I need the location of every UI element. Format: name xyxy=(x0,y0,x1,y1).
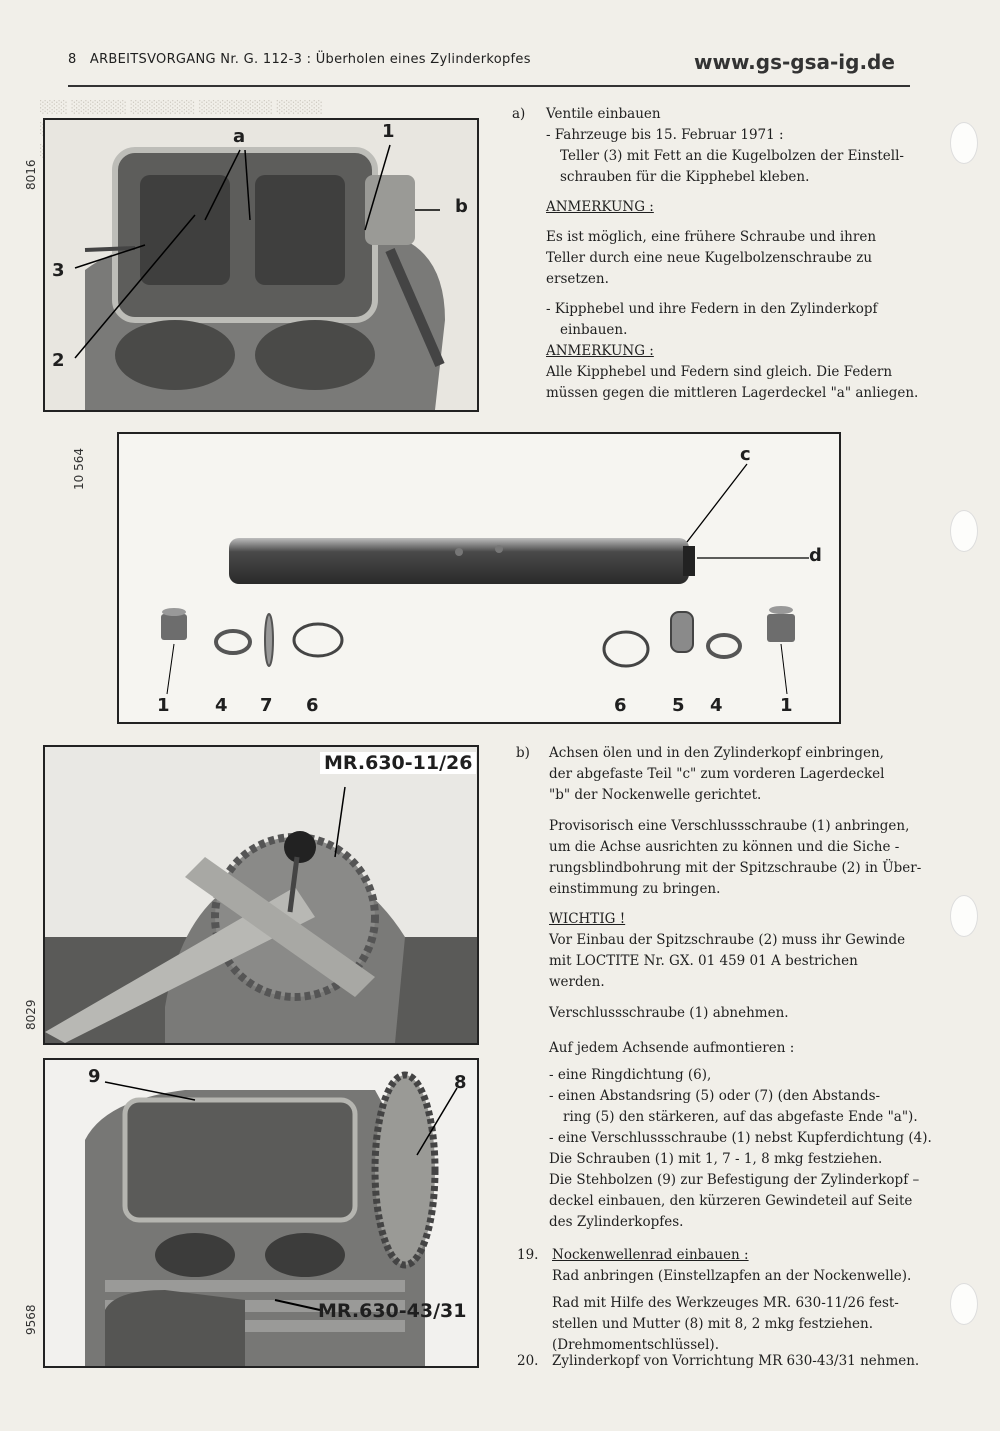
section-b-p2-line4: einstimmung zu bringen. xyxy=(549,881,721,897)
fig2-label-7: 7 xyxy=(260,695,273,716)
note1-title: ANMERKUNG : xyxy=(546,199,654,215)
punch-hole xyxy=(950,510,978,552)
list-item-ringdichtung: - eine Ringdichtung (6), xyxy=(549,1067,712,1083)
photo-camshaft-gear-mounted xyxy=(43,1058,479,1368)
step-19-line4: (Drehmomentschlüssel). xyxy=(552,1337,719,1353)
fig2-label-c: c xyxy=(740,444,751,465)
fig2-label-1b: 1 xyxy=(780,695,793,716)
fig1-label-3: 3 xyxy=(52,260,65,281)
camshaft-gear-illustration xyxy=(45,1060,477,1366)
fig4-label-9: 9 xyxy=(88,1066,101,1087)
section-a-marker: a) xyxy=(512,106,526,122)
header-title: ARBEITSVORGANG Nr. G. 112-3 : Überholen … xyxy=(89,52,531,67)
parts-diagram-frame xyxy=(117,432,841,724)
note1-line1: Es ist möglich, eine frühere Schraube un… xyxy=(546,229,877,245)
fig1-label-b: b xyxy=(455,196,468,217)
camshaft-tool-illustration xyxy=(45,747,477,1043)
tool-label-mr630-43-31: MR.630-43/31 xyxy=(318,1300,467,1322)
section-b-p2-line2: um die Achse ausrichten zu können und di… xyxy=(549,839,900,855)
header-rule xyxy=(68,85,910,87)
rocker-shaft-diagram xyxy=(161,463,809,695)
note2-line2: müssen gegen die mittleren Lagerdeckel "… xyxy=(546,385,919,401)
list-item-verschlussschraube: - eine Verschlussschraube (1) nebst Kupf… xyxy=(549,1130,932,1146)
fig1-label-a: a xyxy=(233,126,246,147)
section-a-heading: Ventile einbauen xyxy=(546,106,661,122)
section-b-p6-line1: Die Stehbolzen (9) zur Befestigung der Z… xyxy=(549,1172,920,1188)
photo-cylinder-head-top xyxy=(43,118,479,412)
section-b-line3: "b" der Nockenwelle gerichtet. xyxy=(549,787,762,803)
cylinder-head-illustration xyxy=(45,120,477,410)
section-b-p6-line3: des Zylinderkopfes. xyxy=(549,1214,684,1230)
step-19-line1: Rad anbringen (Einstellzapfen an der Noc… xyxy=(552,1268,912,1284)
note1-line2: Teller durch eine neue Kugelbolzenschrau… xyxy=(546,250,873,266)
list-item-abstandsring-line1: - einen Abstandsring (5) oder (7) (den A… xyxy=(549,1088,881,1104)
fig2-label-6: 6 xyxy=(306,695,319,716)
punch-hole xyxy=(950,122,978,164)
fig2-label-1: 1 xyxy=(157,695,170,716)
section-b-p5: Die Schrauben (1) mit 1, 7 - 1, 8 mkg fe… xyxy=(549,1151,883,1167)
fig2-label-6b: 6 xyxy=(614,695,627,716)
section-b-body: Achsen ölen und in den Zylinderkopf einb… xyxy=(549,743,939,1233)
step-19-body: Nockenwellenrad einbauen : Rad anbringen… xyxy=(552,1245,942,1356)
fig4-label-8: 8 xyxy=(454,1072,467,1093)
tool-label-mr630-11-26: MR.630-11/26 xyxy=(320,752,477,774)
section-b-p6-line2: deckel einbauen, den kürzeren Gewindetei… xyxy=(549,1193,913,1209)
figure-code: 9568 xyxy=(24,1304,38,1335)
section-a-item2-line1: - Kipphebel und ihre Federn in den Zylin… xyxy=(546,301,878,317)
figure-code: 8016 xyxy=(24,159,38,190)
photo-camshaft-tool xyxy=(43,745,479,1045)
section-a-body: Ventile einbauen - Fahrzeuge bis 15. Feb… xyxy=(546,104,936,404)
step-19-number: 19. xyxy=(517,1247,539,1263)
step-19-title: Nockenwellenrad einbauen : xyxy=(552,1247,749,1263)
section-b-p2-line1: Provisorisch eine Verschlussschraube (1)… xyxy=(549,818,910,834)
warning-line2: mit LOCTITE Nr. GX. 01 459 01 A bestrich… xyxy=(549,953,858,969)
fig1-label-1: 1 xyxy=(382,121,395,142)
fig1-label-2: 2 xyxy=(52,350,65,371)
step-20-number: 20. xyxy=(517,1353,539,1369)
punch-hole xyxy=(950,895,978,937)
note1-line3: ersetzen. xyxy=(546,271,609,287)
fig2-label-4b: 4 xyxy=(710,695,723,716)
section-a-item1-text1: Teller (3) mit Fett an die Kugelbolzen d… xyxy=(560,148,904,164)
step-20-text: Zylinderkopf von Vorrichtung MR 630-43/3… xyxy=(552,1353,920,1369)
section-a-item1: - Fahrzeuge bis 15. Februar 1971 : xyxy=(546,127,784,143)
figure-code: 10 564 xyxy=(72,448,86,490)
section-b-line1: Achsen ölen und in den Zylinderkopf einb… xyxy=(549,745,884,761)
list-item-abstandsring-line2: ring (5) den stärkeren, auf das abgefast… xyxy=(563,1109,918,1125)
warning-line1: Vor Einbau der Spitzschraube (2) muss ih… xyxy=(549,932,906,948)
section-a-item1-text2: schrauben für die Kipphebel kleben. xyxy=(560,169,810,185)
warning-title: WICHTIG ! xyxy=(549,911,626,927)
section-b-marker: b) xyxy=(516,745,530,761)
note2-line1: Alle Kipphebel und Federn sind gleich. D… xyxy=(546,364,893,380)
step-19-line2: Rad mit Hilfe des Werkzeuges MR. 630-11/… xyxy=(552,1295,899,1311)
punch-hole xyxy=(950,1283,978,1325)
section-b-p2-line3: rungsblindbohrung mit der Spitzschraube … xyxy=(549,860,922,876)
website-link[interactable]: www.gs-gsa-ig.de xyxy=(694,50,895,74)
page-number: 8 xyxy=(68,52,77,67)
step-19-line3: stellen und Mutter (8) mit 8, 2 mkg fest… xyxy=(552,1316,874,1332)
fig2-label-5: 5 xyxy=(672,695,685,716)
section-b-p3: Verschlussschraube (1) abnehmen. xyxy=(549,1005,789,1021)
fig2-label-4: 4 xyxy=(215,695,228,716)
section-b-p4: Auf jedem Achsende aufmontieren : xyxy=(549,1040,795,1056)
warning-line3: werden. xyxy=(549,974,605,990)
page-header: 8 ARBEITSVORGANG Nr. G. 112-3 : Überhole… xyxy=(68,52,531,67)
section-a-item2-line2: einbauen. xyxy=(560,322,628,338)
figure-code: 8029 xyxy=(24,999,38,1030)
section-b-line2: der abgefaste Teil "c" zum vorderen Lage… xyxy=(549,766,885,782)
note2-title: ANMERKUNG : xyxy=(546,343,654,359)
fig2-label-d: d xyxy=(809,545,822,566)
